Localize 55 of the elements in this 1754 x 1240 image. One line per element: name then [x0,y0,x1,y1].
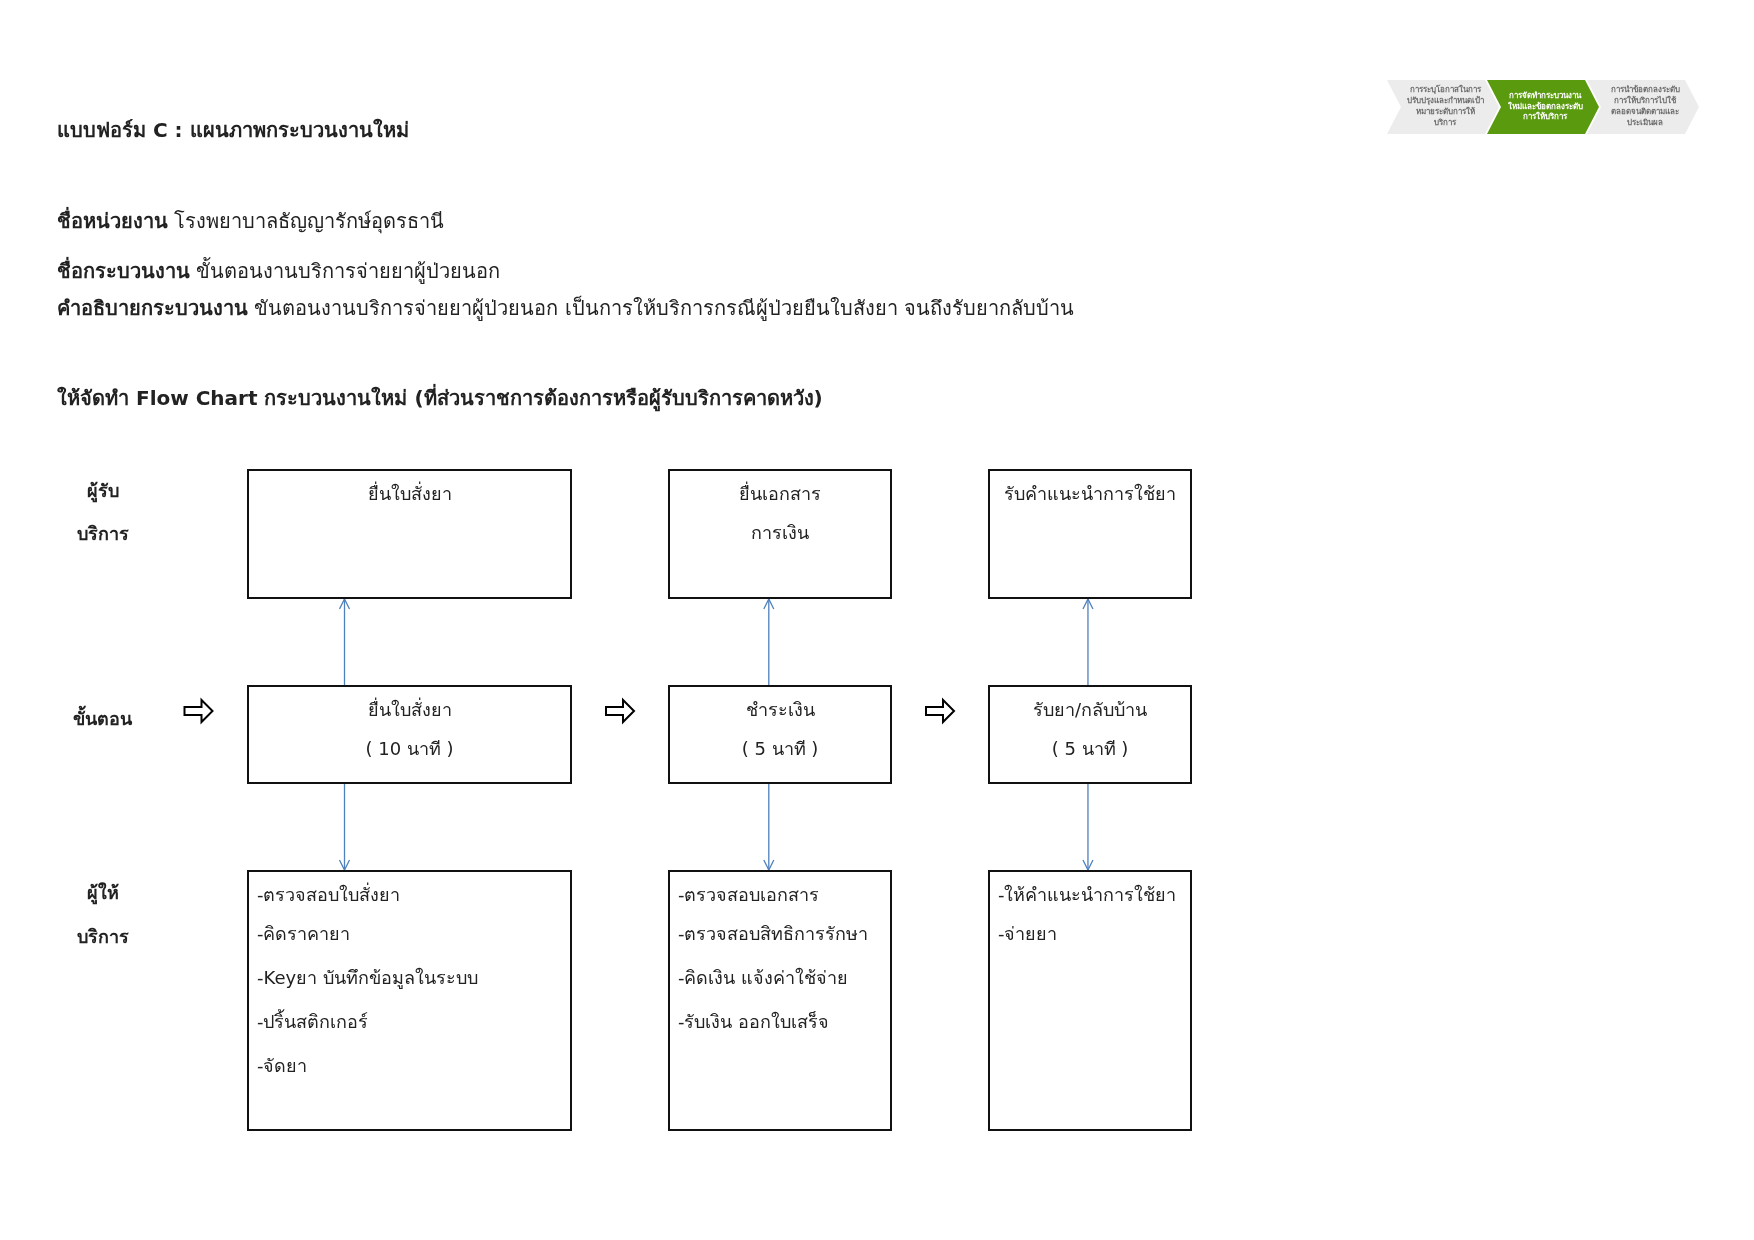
box-text: ( 5 นาที ) [740,737,820,761]
box-text: -ตรวจสอบสิทธิการรักษา [678,922,870,946]
info-line: คำอธิบายกระบวนงาน ขันตอนงานบริการจ่ายยาผู้ป่วยนอก เป็นการให้บริการกรณีผู้ป่วยยืนใบสังยา จนถึงรับยากลับบ้าน [57,294,1075,323]
box-text: -คิดเงิน แจ้งค่าใช้จ่าย [678,966,850,990]
box-text: -Keyยา บันทึกข้อมูลในระบบ [257,966,479,991]
block-arrow [925,697,956,725]
chevron-step [1587,80,1699,134]
box-text: รับยา/กลับบ้าน [1031,698,1149,722]
box-text: -ให้คำแนะนำการใช้ยา [998,883,1178,907]
step-text: การนำข้อตกลงระดับการให้บริการไปใช้ ตลอดจนติดตามและประเมินผล [1609,84,1681,129]
row-label: ผู้ให้ [85,881,120,907]
process-box [988,469,1192,599]
step-text: การจัดทำกระบวนงานใหม่และข้อตกลงระดับการให้บริการ [1506,89,1584,124]
process-box [668,469,892,599]
box-text: ยื่นใบสั่งยา [366,480,453,506]
box-text: รับคำแนะนำการใช้ยา [1003,482,1177,506]
process-box [988,870,1192,1131]
row-label: ขั้นตอน [60,704,145,733]
chevron-step [1487,80,1599,134]
arrow [338,598,351,686]
box-text: ชำระเงิน [744,698,816,722]
process-box [988,685,1192,784]
info-line: ชื่อกระบวนงาน ขั้นตอนงานบริการจ่ายยาผู้ป่วยนอก [57,256,501,286]
page-title: แบบฟอร์ม C : แผนภาพกระบวนงานใหม่ [57,117,409,144]
process-box [668,685,892,784]
box-text: -ปริ้นสติกเกอร์ [257,1008,370,1034]
row-label: บริการ [75,925,130,949]
block-arrow [183,697,214,725]
box-text: -จัดยา [257,1054,309,1078]
block-arrow [605,697,636,725]
row-label: ผู้รับ [85,479,120,505]
box-text: การเงิน [750,521,810,545]
box-text: ยื่นใบสั่งยา [366,696,453,722]
section-heading: ให้จัดทำ Flow Chart กระบวนงานใหม่ (ที่ส่วนราชการต้องการหรือผู้รับบริการคาดหวัง) [57,383,823,414]
row-label: บริการ [75,522,130,546]
process-box [668,870,892,1131]
process-box [247,685,572,784]
arrow [763,783,775,871]
box-text: -รับเงิน ออกใบเสร็จ [678,1010,831,1034]
arrow [763,598,775,686]
box-text: -ตรวจสอบใบสั่งยา [257,881,402,907]
box-text: -ตรวจสอบเอกสาร [678,883,821,907]
box-text: -จ่ายยา [998,922,1059,946]
box-text: ( 5 นาที ) [1050,737,1130,761]
chevron-step [1387,80,1499,134]
arrow [1082,598,1094,686]
box-text: ( 10 นาที ) [364,737,455,761]
arrow [1082,783,1094,871]
box-text: -คิดราคายา [257,922,352,946]
process-box [247,469,572,599]
arrow [338,783,351,871]
step-text: การระบุโอกาสในการปรับปรุงและกำหนดเป้าหมายระดับการให้บริการ [1405,83,1485,129]
box-text: ยื่นเอกสาร [738,480,822,506]
process-box [247,870,572,1131]
info-line: ชื่อหน่วยงาน โรงพยาบาลธัญญารักษ์อุดรธานี [57,206,445,236]
